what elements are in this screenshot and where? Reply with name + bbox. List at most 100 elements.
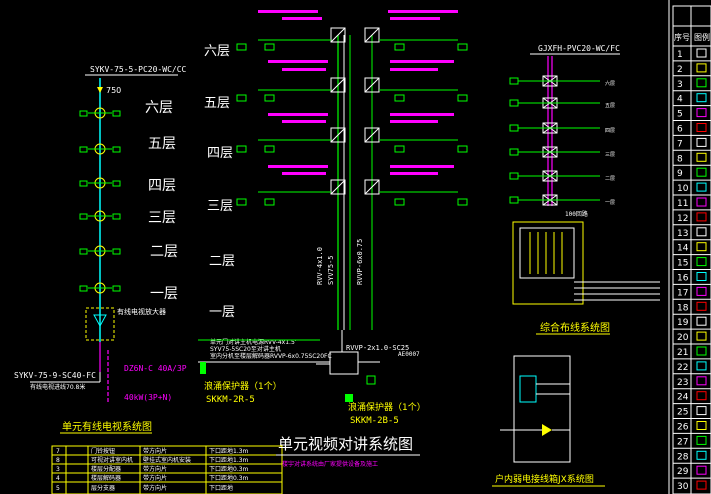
distribution-cabinet	[512, 221, 584, 305]
cable-label-marks	[258, 10, 458, 175]
riser-label: SYV75-5	[327, 255, 335, 285]
intercom-note: 楼宇对讲系统由厂家提供设备及施工	[282, 460, 378, 468]
symbol-icon	[696, 391, 707, 401]
symbol-row-number: 21	[677, 348, 688, 358]
symbol-icon	[696, 108, 707, 118]
symbol-row-number: 23	[677, 378, 688, 388]
surge-protector-icon	[345, 394, 353, 402]
protector-label: 浪涌保护器（1个）	[348, 401, 426, 413]
cabinet-terminals	[529, 232, 563, 274]
intercom-floor-label: 二层	[209, 254, 235, 269]
symbol-row-number: 14	[677, 244, 689, 254]
access-note: 室内分机至楼层解码器RVVP-6x0.75SC20FC	[210, 352, 332, 360]
floor-decoders	[258, 27, 458, 195]
bottom-note: 有线电视进线70.8米	[30, 383, 85, 391]
symbol-icon	[696, 242, 707, 252]
legend-cell: 8	[56, 457, 60, 464]
legend-cell: 下口距地	[209, 484, 233, 492]
symbol-row-number: 15	[677, 259, 688, 269]
legend-cell: 带方向片	[143, 465, 167, 473]
legend-cell: 壁挂式室内机安装	[143, 456, 191, 464]
household-title: 户内弱电接线箱JX系统图	[495, 473, 594, 485]
amplifier-icon	[93, 314, 107, 328]
symbol-icon	[696, 450, 707, 460]
wiring-floor-boxes	[542, 75, 558, 206]
wiring-cable-spec: GJXFH-PVC20-WC/FC	[538, 44, 620, 53]
floor-tap	[79, 143, 121, 155]
riser-label: RVVP-6x0.75	[356, 239, 364, 285]
cable-tv-cable-spec: SYKV-75-5-PC20-WC/CC	[90, 65, 187, 74]
intercom-title: 单元视频对讲系统图	[278, 435, 413, 453]
symbol-icon	[696, 137, 707, 147]
amplifier-label: 有线电视放大器	[117, 307, 166, 316]
legend-cell: 带方向片	[143, 474, 167, 482]
symbol-icon	[696, 346, 707, 356]
legend-cell: 下口距地0.3m	[209, 474, 249, 482]
symbol-row-number: 9	[677, 169, 683, 179]
symbol-row-number: 28	[677, 452, 689, 462]
legend-cell: 下口距地0.3m	[209, 465, 249, 473]
symbols-header: 序号	[674, 32, 690, 42]
main-cable-2: AE0007	[398, 351, 420, 358]
floor-tap	[79, 210, 121, 222]
household-connector	[542, 424, 552, 436]
wiring-floor-label: 五层	[605, 103, 615, 109]
symbol-icon	[696, 123, 707, 132]
symbol-row-number: 25	[677, 408, 688, 418]
symbol-row-number: 4	[677, 95, 683, 105]
symbol-row-number: 3	[677, 80, 683, 90]
entry-main-box	[329, 351, 359, 375]
symbol-row-number: 27	[677, 437, 688, 447]
symbol-row-number: 8	[677, 154, 683, 164]
intercom-floor-label: 一层	[209, 305, 235, 320]
floor-label: 四层	[148, 178, 176, 194]
floor-label: 六层	[145, 100, 173, 116]
symbols-header: 图例	[694, 32, 710, 42]
symbol-row-number: 17	[677, 288, 688, 298]
symbol-row-number: 12	[677, 214, 688, 224]
video-intercom-system: 六层 五层 四层 三层 二层 一层	[198, 10, 468, 468]
intercom-floor-label: 六层	[204, 44, 230, 59]
symbol-icon	[696, 435, 707, 445]
breaker-label: DZ6N-C 40A/3P	[124, 364, 187, 373]
decoder-unit	[258, 127, 458, 143]
wiring-floor-label: 六层	[605, 80, 615, 87]
wiring-bottom-label: 100回路	[565, 210, 588, 218]
output-lines	[574, 281, 660, 301]
floor-label: 五层	[148, 136, 176, 152]
intercom-device	[366, 375, 376, 385]
legend-cell: 楼层解码器	[91, 474, 121, 482]
decoder-unit	[258, 179, 458, 195]
symbol-row-number: 24	[677, 393, 689, 403]
legend-cell: 层分支器	[91, 484, 115, 492]
household-box-system: 户内弱电接线箱JX系统图	[492, 355, 605, 487]
symbol-icon	[696, 63, 707, 73]
legend-cell: 3	[56, 466, 60, 473]
symbols-table: 序号 图例 1234567891011121314151617181920212…	[668, 0, 711, 494]
legend-cell: 4	[56, 475, 60, 482]
cable-tv-title: 单元有线电视系统图	[62, 420, 152, 433]
access-note: SYV75-5SC20至对讲主机	[210, 345, 281, 353]
wiring-floor-label: 二层	[605, 176, 615, 182]
floor-label: 一层	[150, 286, 178, 302]
decoder-unit	[258, 27, 458, 43]
cable-tv-system: SYKV-75-5-PC20-WC/CC 750	[14, 65, 187, 434]
symbol-row-number: 19	[677, 318, 689, 328]
symbol-icon	[696, 316, 707, 326]
wiring-floor-label: 一层	[605, 200, 615, 206]
symbol-rows: 1234567891011121314151617181920212223242…	[673, 45, 711, 492]
household-box	[513, 355, 571, 463]
symbol-icon	[696, 93, 707, 103]
symbol-icon	[696, 167, 707, 177]
symbol-icon	[696, 480, 707, 490]
symbol-icon	[696, 361, 707, 371]
symbol-row-number: 13	[677, 229, 688, 239]
cable-tv-floor-taps	[79, 107, 121, 294]
symbol-icon	[696, 286, 707, 296]
symbol-icon	[696, 197, 707, 207]
symbol-row-number: 18	[677, 303, 689, 313]
symbol-row-number: 29	[677, 467, 689, 477]
legend-cell: 楼层分配器	[91, 465, 121, 473]
access-note: 单元门对讲主机电源RVV-4x1.5’	[210, 338, 297, 346]
surge-protector-icon	[200, 362, 206, 374]
